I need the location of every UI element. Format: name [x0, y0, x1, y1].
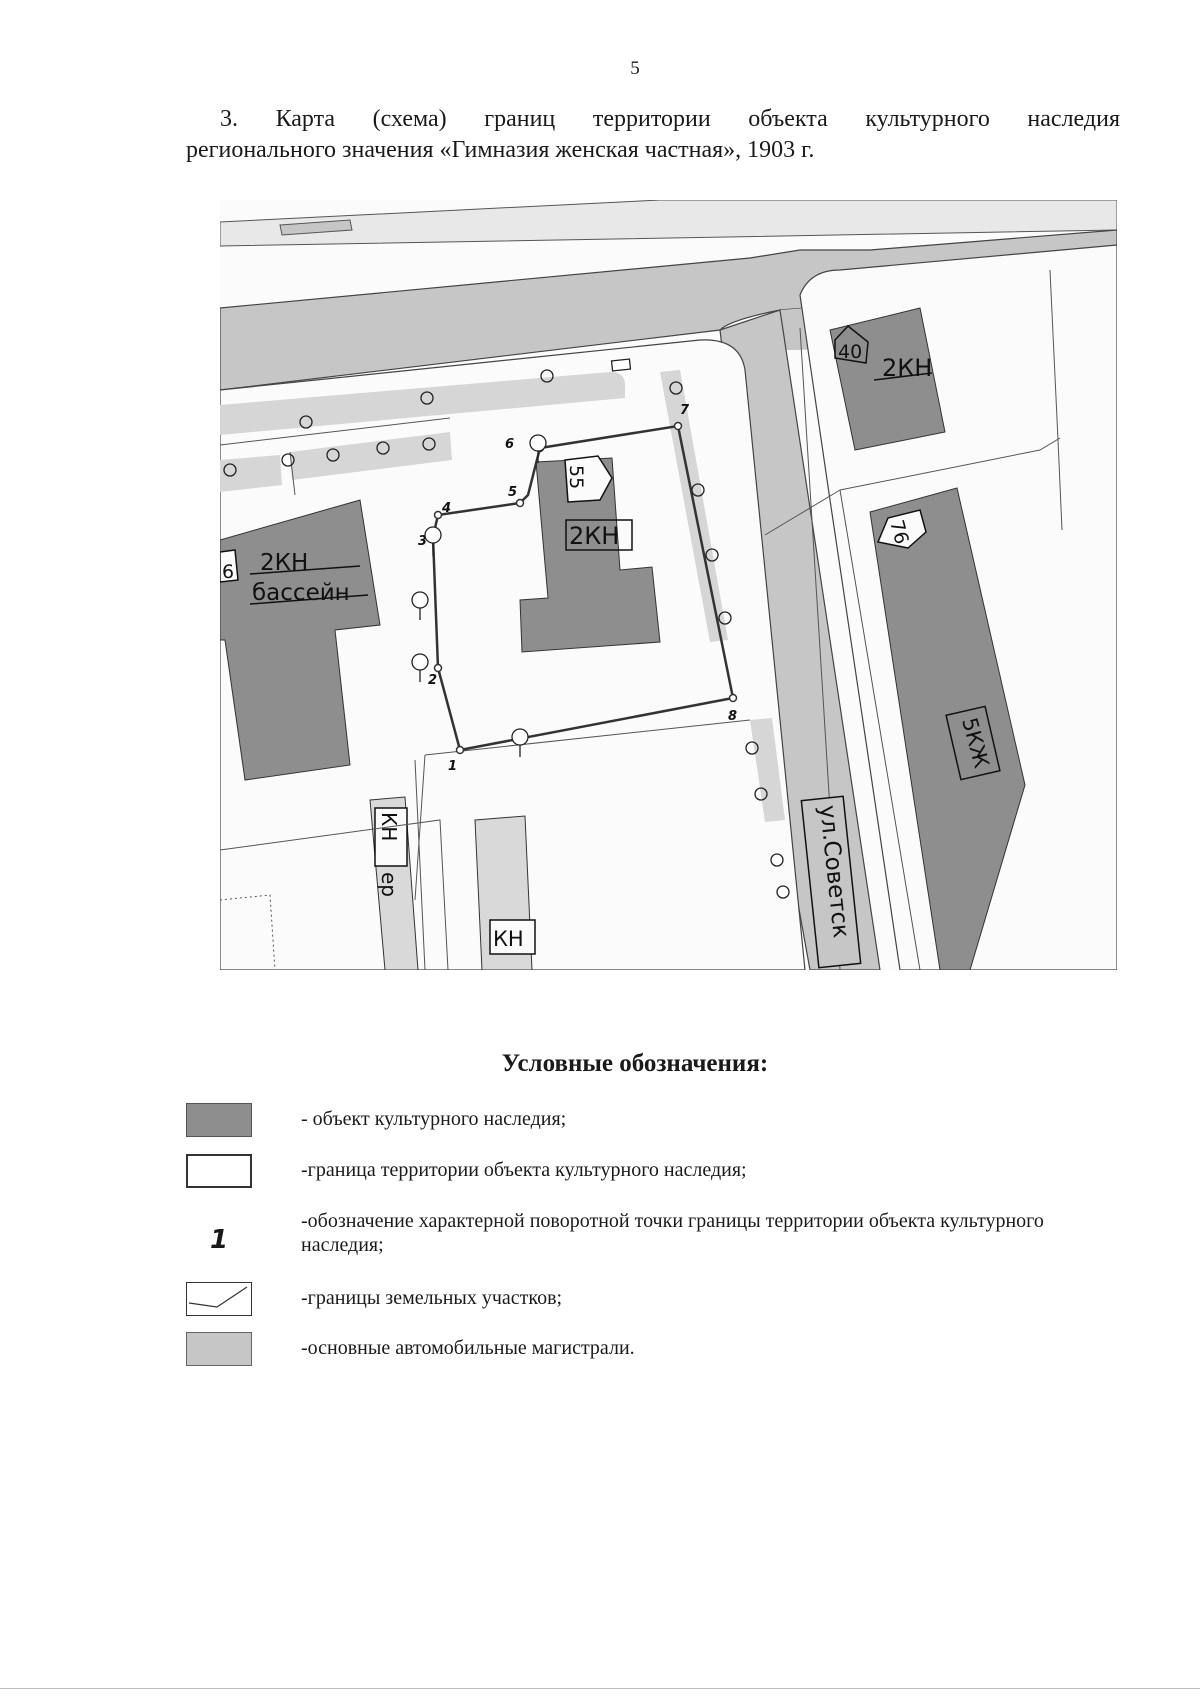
- tree-icon: [424, 526, 442, 556]
- central-block: [220, 339, 806, 970]
- kn-label-2: КН: [493, 927, 524, 951]
- plot-line-right-3: [1049, 269, 1063, 531]
- building-76-tag: [876, 509, 927, 549]
- plot-line-diag: [764, 489, 841, 536]
- kn-tag-1: [374, 807, 408, 867]
- legend-text-roads: -основные автомобильные магистрали.: [301, 1337, 635, 1359]
- heading-line-2: регионального значения «Гимназия женская…: [186, 137, 815, 163]
- map-heading: 3. Карта (схема) границ территории объек…: [186, 104, 1120, 166]
- legend-text-heritage: - объект культурного наследия;: [301, 1108, 567, 1130]
- boundary-map: 40 2КН 76 5КЖ 55 2КН 6 2КН бассейн КН КН…: [220, 200, 1117, 970]
- roads-swatch: [186, 1332, 252, 1366]
- tree-icon: [529, 434, 547, 463]
- point-2: [433, 663, 443, 673]
- street-name-box: [800, 795, 862, 969]
- small-structure: [610, 358, 632, 372]
- building-55: [519, 457, 661, 653]
- point-4-label: 4: [441, 501, 451, 516]
- point-6-label: 6: [505, 437, 514, 452]
- map-svg: 40 2КН 76 5КЖ 55 2КН 6 2КН бассейн КН КН…: [220, 200, 1117, 970]
- point-7-label: 7: [680, 403, 690, 418]
- building-6-desc: бассейн: [252, 580, 350, 606]
- lawn-strip-5: [750, 718, 785, 822]
- building-40-number: 40: [838, 341, 862, 363]
- plot-line-lower-3: [424, 719, 751, 756]
- building-6: [220, 499, 381, 781]
- heading-line-1: 3. Карта (схема) границ территории объек…: [220, 106, 1120, 132]
- building-76: [869, 487, 1026, 970]
- building-55-code: 2КН: [569, 522, 619, 550]
- page-bottom-rule: [0, 1688, 1200, 1689]
- legend-item-boundary: -граница территории объекта культурного …: [186, 1154, 1086, 1214]
- legend-text-point: -обозначение характерной поворотной точк…: [301, 1210, 1044, 1256]
- lawn-strip-3: [220, 455, 282, 492]
- lawn-strip-2: [290, 432, 452, 480]
- page-number: 5: [630, 58, 640, 79]
- point-8-label: 8: [728, 709, 737, 724]
- top-strip: [220, 200, 1117, 247]
- legend-text-plots: -границы земельных участков;: [301, 1287, 563, 1309]
- top-road-piece: [279, 219, 353, 236]
- plot-line-lower-4: [414, 754, 426, 901]
- legend-item-plots: -границы земельных участков;: [186, 1282, 1086, 1342]
- plots-swatch: [186, 1282, 252, 1316]
- building-40-underline: [873, 372, 933, 381]
- plots-swatch-line: [188, 1286, 248, 1308]
- point-symbol: 1: [210, 1225, 229, 1255]
- point-4: [433, 510, 443, 520]
- point-2-label: 2: [428, 673, 437, 688]
- building-6-underline: [249, 565, 361, 575]
- heritage-boundary: [431, 424, 735, 752]
- lawn-strip-1: [220, 372, 625, 435]
- building-6-underline-2: [249, 594, 369, 605]
- legend-item-roads: -основные автомобильные магистрали.: [186, 1332, 1086, 1392]
- building-40-tag: [834, 324, 869, 364]
- plot-line-right-2: [839, 489, 921, 970]
- point-5: [515, 498, 525, 508]
- plot-line-lower: [220, 819, 449, 970]
- plot-line-dotted: [220, 894, 276, 970]
- legend-item-heritage: - объект культурного наследия;: [186, 1103, 1086, 1163]
- building-55-number: 55: [565, 465, 587, 489]
- legend-item-point: 1 -обозначение характерной поворотной то…: [186, 1205, 1086, 1275]
- trees: [411, 434, 547, 757]
- plot-line-lower-2: [414, 759, 426, 970]
- heritage-swatch: [186, 1103, 252, 1137]
- kn-tag-2: [489, 919, 536, 955]
- tree-icon: [411, 591, 429, 620]
- plot-line-right: [839, 437, 1061, 491]
- kn-label-1-suffix: ер: [377, 872, 401, 897]
- point-1: [455, 745, 465, 755]
- tree-icon: [511, 728, 529, 757]
- point-8: [728, 693, 738, 703]
- street-markers: [223, 369, 790, 899]
- point-5-label: 5: [508, 485, 517, 500]
- boundary-swatch: [186, 1154, 252, 1188]
- building-6-tag: [220, 549, 239, 583]
- point-1-label: 1: [448, 759, 457, 774]
- point-3-label: 3: [418, 534, 427, 549]
- legend-title: Условные обозначения:: [501, 1050, 769, 1077]
- building-55-code-box: [565, 519, 633, 551]
- point-7: [673, 421, 683, 431]
- plot-line-1: [220, 417, 451, 496]
- tree-icon: [411, 653, 429, 682]
- building-5-tag: [945, 705, 1001, 781]
- building-55-tag: [564, 455, 613, 503]
- building-6-number: 6: [222, 561, 234, 583]
- legend-text-boundary: -граница территории объекта культурного …: [301, 1159, 747, 1181]
